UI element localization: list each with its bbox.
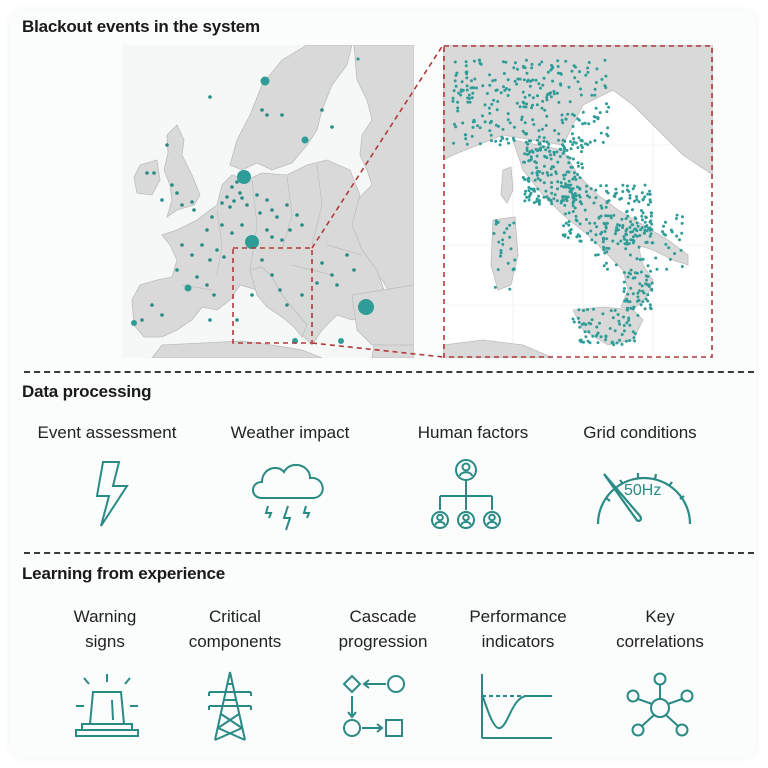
item-label-line2: components — [188, 632, 282, 651]
europe-map — [122, 44, 415, 359]
item-label-line1: Cascade — [349, 607, 417, 626]
section-title-blackout: Blackout events in the system — [22, 17, 260, 36]
gauge-text: 50Hz — [624, 482, 661, 499]
section-title-learning: Learning from experience — [22, 564, 226, 583]
processing-item-event-assessment: Event assessment — [22, 420, 192, 445]
lightning-bolt-icon — [95, 460, 135, 530]
item-label-line1: Performance — [469, 607, 567, 626]
section-divider — [24, 371, 754, 373]
item-label-line1: Warning — [73, 607, 137, 626]
storm-cloud-icon — [248, 458, 330, 534]
learning-item-critical-components: Critical components — [175, 604, 295, 654]
item-label: Event assessment — [37, 423, 177, 442]
warning-beacon-icon — [74, 672, 140, 740]
frequency-gauge-icon: 50Hz — [592, 464, 696, 528]
item-label: Human factors — [417, 423, 529, 442]
section-divider — [24, 552, 754, 554]
learning-item-warning-signs: Warning signs — [50, 604, 160, 654]
processing-item-grid-conditions: Grid conditions — [555, 420, 725, 445]
processing-item-weather-impact: Weather impact — [205, 420, 375, 445]
item-label-line1: Key — [645, 607, 675, 626]
item-label-line2: progression — [338, 632, 428, 651]
item-label-line1: Critical — [209, 607, 261, 626]
transmission-tower-icon — [205, 670, 255, 742]
network-hub-icon — [626, 672, 694, 738]
item-label-line2: correlations — [616, 632, 704, 651]
section-title-processing: Data processing — [22, 382, 152, 401]
item-label: Grid conditions — [583, 423, 697, 442]
learning-item-key-correlations: Key correlations — [600, 604, 720, 654]
italy-inset-map — [442, 44, 714, 359]
learning-item-cascade-progression: Cascade progression — [318, 604, 448, 654]
item-label-line2: indicators — [481, 632, 555, 651]
cascade-flow-icon — [342, 674, 408, 738]
org-chart-people-icon — [428, 458, 504, 532]
learning-item-performance-indicators: Performance indicators — [458, 604, 578, 654]
item-label-line2: signs — [85, 632, 125, 651]
processing-item-human-factors: Human factors — [388, 420, 558, 445]
performance-curve-icon — [480, 672, 554, 740]
item-label: Weather impact — [230, 423, 350, 442]
